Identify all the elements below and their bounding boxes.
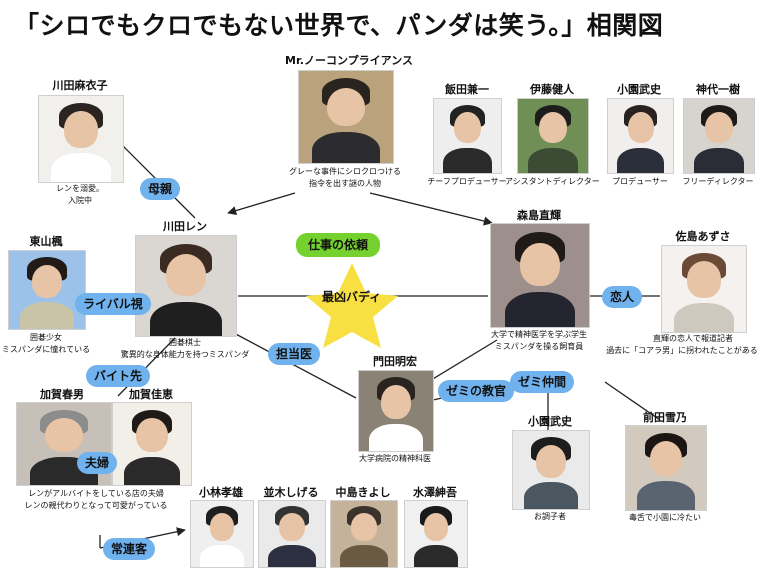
photo-nakajima [330, 500, 398, 568]
desc-iida: チーフプロデューサー [427, 177, 507, 186]
name-kobayashi: 小林孝雄 [199, 486, 243, 499]
desc-kaga-2: レンの親代わりとなって可愛がっている [24, 501, 168, 510]
photo-mizusawa [404, 500, 468, 568]
desc-mr-2: 指令を出す謎の人物 [309, 179, 381, 188]
photo-kaga-yoshie [112, 402, 192, 486]
desc-kawada-1: レンを溺愛。 [56, 184, 104, 193]
name-monda: 門田明宏 [373, 355, 417, 368]
label-baito: バイト先 [86, 365, 151, 387]
photo-iida [433, 98, 502, 174]
name-sajima: 佐島あずさ [675, 230, 731, 243]
name-koen-bottom: 小園武史 [528, 415, 572, 428]
desc-ren-1: 囲碁棋士 [169, 338, 201, 347]
name-ito: 伊藤健人 [530, 83, 574, 96]
desc-morishima-1: 大学で精神医学を学ぶ学生 [491, 330, 587, 339]
name-kamishiro: 神代一樹 [696, 83, 740, 96]
photo-monda [358, 370, 434, 452]
line-zemi-right [604, 381, 661, 421]
photo-morishima [490, 223, 590, 328]
label-zemi-teacher: ゼミの教官 [438, 380, 515, 402]
name-nakajima: 中島きよし [335, 486, 391, 499]
label-zemi-friend: ゼミ仲間 [510, 371, 575, 393]
photo-kaga-haruo [16, 402, 112, 486]
label-rival: ライバル視 [75, 293, 151, 315]
line-mr-morishima [369, 192, 493, 226]
desc-sajima-1: 直輝の恋人で報道記者 [653, 334, 733, 343]
name-koen-top: 小園武史 [617, 83, 661, 96]
photo-sajima [661, 245, 747, 333]
photo-kamishiro [683, 98, 755, 174]
label-fufu: 夫婦 [77, 452, 118, 474]
desc-monda: 大学病院の精神科医 [359, 454, 431, 463]
label-koibito: 恋人 [602, 286, 643, 308]
desc-maeda: 毒舌で小園に冷たい [629, 513, 701, 522]
desc-morishima-2: ミスパンダを操る飼育員 [494, 342, 584, 351]
line-mr-ren [227, 192, 296, 216]
name-maeda: 前田雪乃 [643, 411, 687, 424]
photo-kobayashi [190, 500, 254, 568]
photo-namiki [258, 500, 326, 568]
desc-kaga-1: レンがアルバイトをしている店の夫婦 [28, 489, 164, 498]
photo-kawada-maiko [38, 95, 124, 183]
desc-koen-bottom: お調子者 [534, 512, 566, 521]
name-mr: Mr.ノーコンプライアンス [285, 54, 413, 67]
label-mother: 母親 [140, 178, 181, 200]
desc-sajima-2: 過去に「コアラ男」に拐われたことがある [606, 346, 758, 355]
name-iida: 飯田兼一 [445, 83, 489, 96]
photo-ito [517, 98, 589, 174]
desc-koen-top: プロデューサー [612, 177, 668, 186]
desc-ren-2: 驚異的な身体能力を持つミスパンダ [120, 350, 250, 359]
line-tanto [231, 331, 357, 399]
photo-mr [298, 70, 394, 164]
photo-ren [135, 235, 237, 337]
name-kawada-maiko: 川田麻衣子 [52, 79, 108, 92]
name-ren: 川田レン [163, 220, 207, 233]
photo-higashiyama [8, 250, 86, 330]
desc-kamishiro: フリーディレクター [682, 177, 754, 186]
photo-koen-top [607, 98, 674, 174]
desc-higashiyama-2: ミスパンダに憧れている [1, 345, 91, 354]
name-kaga-haruo: 加賀春男 [40, 388, 84, 401]
name-higashiyama: 東山楓 [29, 235, 63, 248]
label-tanto: 担当医 [268, 343, 321, 365]
label-joren: 常連客 [103, 538, 156, 560]
photo-koen-bottom [512, 430, 590, 510]
label-buddy: 最凶バディ [322, 290, 382, 304]
name-mizusawa: 水澤紳吾 [413, 486, 457, 499]
name-kaga-yoshie: 加賀佳恵 [129, 388, 173, 401]
name-namiki: 並木しげる [263, 486, 319, 499]
label-work: 仕事の依頼 [296, 233, 381, 257]
name-morishima: 森島直輝 [517, 209, 561, 222]
desc-mr-1: グレーな事件にシロクロつける [289, 167, 401, 176]
buddy-star [306, 263, 398, 348]
diagram-title: 「シロでもクロでもない世界で、パンダは笑う。」相関図 [14, 11, 664, 40]
photo-maeda [625, 425, 707, 511]
desc-higashiyama-1: 囲碁少女 [30, 333, 62, 342]
desc-ito: アシスタントディレクター [505, 177, 600, 186]
desc-kawada-2: 入院中 [68, 196, 92, 205]
